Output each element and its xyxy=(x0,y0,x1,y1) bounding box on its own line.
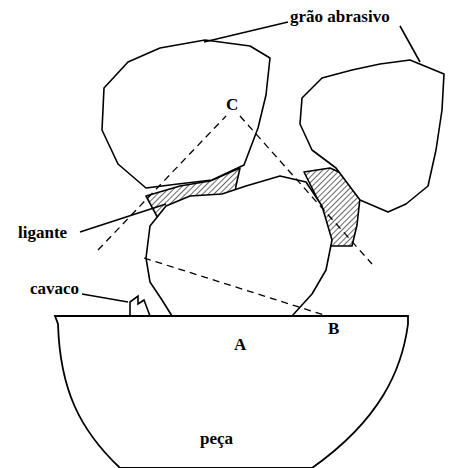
leader-line xyxy=(204,22,288,42)
abrasive-grain xyxy=(102,40,270,188)
dashed-line xyxy=(240,116,372,264)
part-label: grão abrasivo xyxy=(290,8,390,25)
abrasive-grain xyxy=(300,60,444,212)
callout-letter: A xyxy=(234,336,246,353)
workpiece: peça xyxy=(50,310,412,468)
chip xyxy=(130,296,150,316)
part-label: peça xyxy=(200,430,233,447)
part-label: ligante xyxy=(18,224,67,241)
part-label: cavaco xyxy=(30,280,79,297)
callout-letter: C xyxy=(226,96,238,113)
dashed-line xyxy=(144,258,324,315)
leader-line xyxy=(82,294,128,302)
leader-line xyxy=(80,204,166,232)
dashed-line xyxy=(98,116,226,250)
leader-line xyxy=(400,26,420,62)
abrasive-grain xyxy=(146,176,332,316)
callout-letter: B xyxy=(328,320,339,337)
